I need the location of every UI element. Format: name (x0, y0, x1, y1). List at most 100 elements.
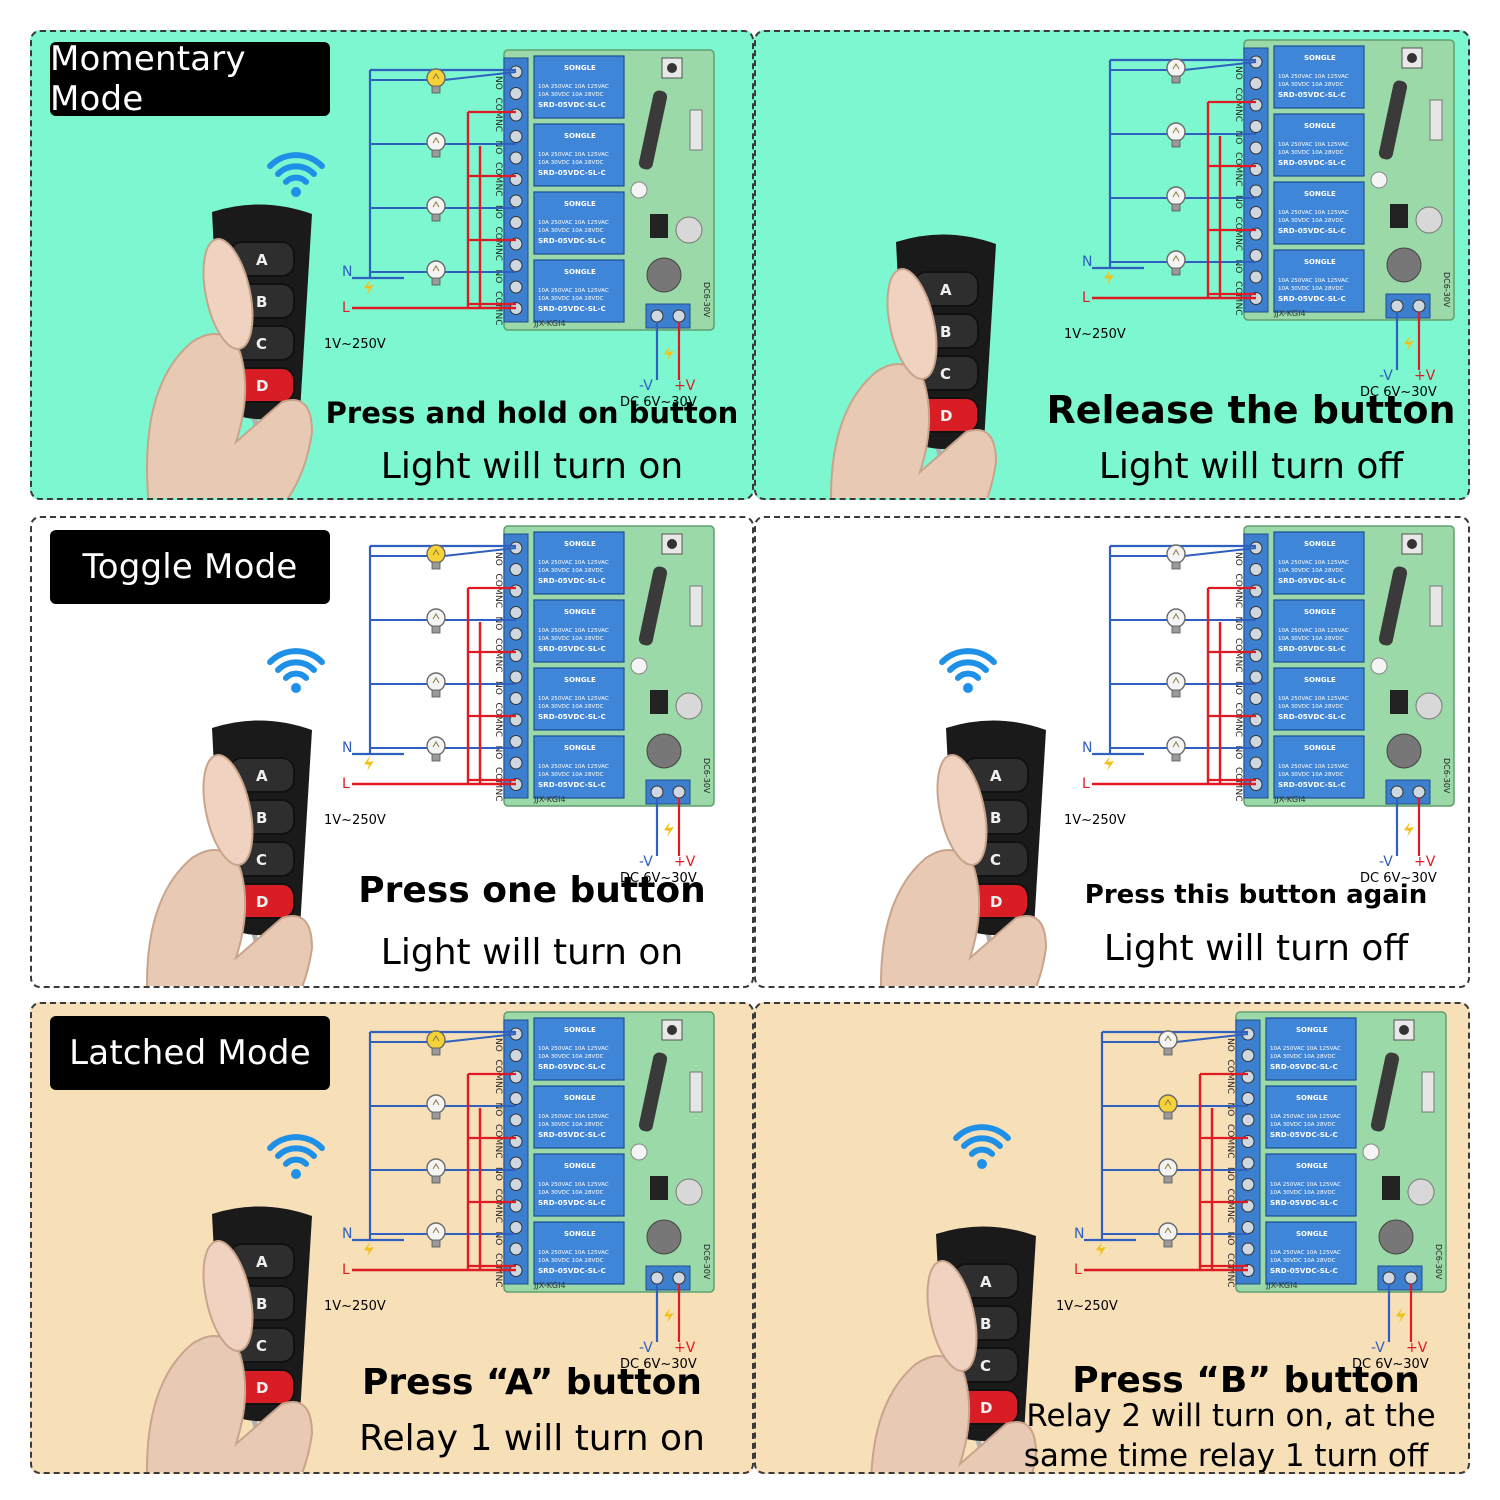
terminal-label: NC (1233, 174, 1243, 187)
relay-brand: SONGLE (1304, 744, 1336, 752)
terminal-label: NC (493, 660, 503, 673)
relay-spec: 10A 250VAC 10A 125VAC (538, 1114, 609, 1120)
dc-screw (1390, 299, 1404, 313)
relay-spec: 10A 250VAC 10A 125VAC (538, 1182, 609, 1188)
relay-spec: 10A 30VDC 10A 28VDC (538, 1258, 604, 1264)
bulb-filament (432, 1099, 440, 1106)
dc-screw (1412, 299, 1426, 313)
lamp-wire (1183, 547, 1257, 557)
relay-spec: 10A 30VDC 10A 28VDC (1278, 150, 1344, 156)
terminal-screw (509, 1070, 523, 1084)
hand-icon (146, 333, 314, 498)
remote-button-label: D (256, 893, 268, 911)
light-bulb-icon (1166, 186, 1186, 212)
bulb-base (431, 213, 441, 222)
terminal-screw (1241, 1242, 1255, 1256)
relay-spec: 10A 250VAC 10A 125VAC (1278, 696, 1349, 702)
relay-model: SRD-05VDC-SL-C (1278, 158, 1346, 167)
terminal-label: NO (1233, 66, 1243, 80)
relay-brand: SONGLE (564, 1230, 596, 1238)
light-bulb-icon (426, 196, 446, 222)
terminal-screw (509, 627, 523, 641)
bulb-glass (426, 608, 446, 628)
board-label: JJX-KGI4 (1273, 795, 1306, 804)
dc-neg-label: -V (1371, 1340, 1385, 1356)
terminal-screw (509, 130, 523, 143)
capacitor (1415, 692, 1443, 720)
relay-spec: 10A 250VAC 10A 125VAC (1278, 764, 1349, 770)
terminal-label: COM (1233, 574, 1243, 595)
relay-brand: SONGLE (564, 64, 596, 72)
bulb-base (431, 625, 441, 634)
terminal-label: NC (1225, 1210, 1235, 1223)
relay-spec: 10A 250VAC 10A 125VAC (1270, 1046, 1341, 1052)
relay-spec: 10A 250VAC 10A 125VAC (538, 1046, 609, 1052)
light-bulb-icon (1166, 608, 1186, 634)
relay-model: SRD-05VDC-SL-C (538, 1266, 606, 1275)
terminal-screw (1241, 1178, 1255, 1191)
led (630, 657, 648, 675)
remote-button-label: C (256, 1337, 267, 1355)
relay-body (1265, 1085, 1357, 1149)
wifi-dot (291, 1169, 301, 1179)
wifi-arc (267, 648, 325, 666)
relay-spec: 10A 250VAC 10A 125VAC (1278, 74, 1349, 80)
panel-subline-line-1: Relay 2 will turn on, at the (1026, 1398, 1436, 1434)
antenna-coil (638, 566, 668, 646)
terminal-screw (1249, 735, 1263, 748)
bulb-filament (432, 137, 440, 144)
bulb-base (431, 753, 441, 762)
terminal-label: NC (493, 1146, 503, 1159)
relay-spec: 10A 30VDC 10A 28VDC (538, 92, 604, 98)
relay-brand: SONGLE (1304, 258, 1336, 266)
relay-spec: 10A 30VDC 10A 28VDC (538, 1122, 604, 1128)
relay-spec: 10A 30VDC 10A 28VDC (1278, 568, 1344, 574)
terminal-screw (1249, 270, 1263, 284)
terminal-screw (509, 87, 523, 100)
terminal-label: NC (1233, 789, 1243, 802)
relay-brand: SONGLE (1304, 608, 1336, 616)
terminal-label: COM (1233, 767, 1243, 788)
relay-spec: 10A 250VAC 10A 125VAC (538, 764, 609, 770)
relay-model: SRD-05VDC-SL-C (538, 236, 606, 245)
lightning-icon (364, 1242, 374, 1257)
inductor (1386, 247, 1422, 283)
relay-spec: 10A 30VDC 10A 28VDC (1278, 82, 1344, 88)
relay-brand: SONGLE (564, 1162, 596, 1170)
relay-brand: SONGLE (1304, 676, 1336, 684)
light-bulb-icon (1166, 672, 1186, 698)
thumb (936, 754, 988, 866)
lightning-icon (1404, 822, 1414, 837)
bulb-glass (426, 260, 446, 280)
bulb-glass (1166, 186, 1186, 206)
remote-button-label: C (256, 335, 267, 353)
remote-button-label: A (940, 281, 952, 299)
lightning-icon (364, 280, 374, 295)
mode-badge-momentary: Momentary Mode (50, 39, 330, 119)
bulb-glass (1158, 1158, 1178, 1178)
wifi-arc (961, 1135, 1003, 1149)
relay-brand: SONGLE (564, 744, 596, 752)
bulb-filament (1172, 549, 1180, 556)
terminal-label: NO (493, 746, 503, 760)
relay-model: SRD-05VDC-SL-C (538, 1198, 606, 1207)
terminal-label: NO (493, 681, 503, 695)
dc-voltage-label: DC 6V~30V (1352, 1357, 1429, 1372)
terminal-label: NO (493, 205, 503, 219)
dc-voltage-label: DC 6V~30V (620, 1357, 697, 1372)
hand-icon (146, 1335, 314, 1472)
bulb-filament (1172, 127, 1180, 134)
relay-body (1273, 181, 1365, 245)
light-bulb-icon (1158, 1094, 1178, 1120)
lightning-icon (1096, 1242, 1106, 1257)
remote-button-label: A (980, 1273, 992, 1291)
dc-side-label: DC6-30V (702, 282, 711, 318)
dc-screw (1390, 785, 1404, 799)
